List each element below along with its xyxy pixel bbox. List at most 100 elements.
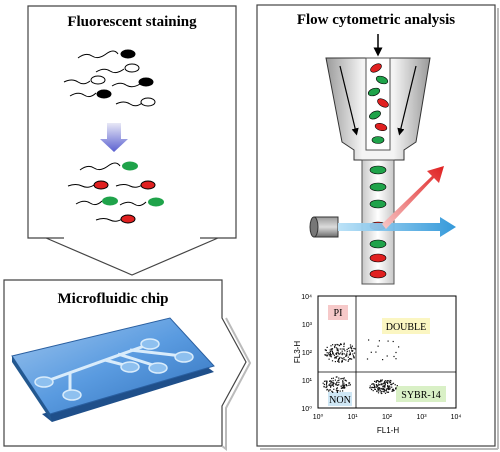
- scatter-dot: [335, 389, 337, 391]
- scatter-dot: [379, 387, 381, 390]
- sperm-tail: [115, 101, 143, 107]
- scatter-dot: [335, 384, 337, 386]
- scatter-dot: [336, 387, 338, 389]
- quadrant-non-box: [328, 392, 352, 406]
- scatter-dot: [377, 385, 379, 387]
- scatter-dot: [349, 382, 351, 384]
- staining-panel-frame: [27, 5, 237, 276]
- scatter-dot: [375, 380, 377, 382]
- scatter-dot: [341, 348, 343, 350]
- scatter-dot: [334, 344, 336, 346]
- scatter-dot: [381, 379, 383, 381]
- scatter-dot: [384, 385, 386, 388]
- scatter-dot: [377, 392, 380, 394]
- scatter-dot: [343, 385, 346, 387]
- scatter-dot: [326, 385, 328, 387]
- scatter-dot: [394, 384, 396, 386]
- scatter-dot: [382, 359, 384, 361]
- sperm-tail: [119, 201, 147, 207]
- scatter-dot: [391, 386, 393, 388]
- scatter-dot: [384, 382, 386, 384]
- scatter-dot: [339, 344, 341, 346]
- scatter-dot: [380, 391, 382, 393]
- scatter-dot: [346, 350, 348, 352]
- scatter-dot: [340, 352, 342, 354]
- scatter-dot: [389, 388, 391, 390]
- scatter-dots: [322, 339, 400, 395]
- scatter-dot: [377, 380, 380, 382]
- quadrant-double-box: [382, 318, 430, 334]
- x-axis-label: FL1-H: [377, 426, 399, 435]
- scatter-dot: [377, 389, 379, 391]
- y-tick-label: 10³: [302, 322, 313, 329]
- sperm-tail: [63, 79, 91, 85]
- scatter-dot: [337, 355, 339, 357]
- scatter-dot: [373, 384, 375, 386]
- scatter-dot: [329, 351, 331, 354]
- scatter-dot: [330, 345, 332, 347]
- flow-panel: Flow cytometric analysis: [256, 4, 499, 450]
- scatter-dot: [342, 385, 344, 387]
- scatter-dot: [370, 351, 372, 353]
- scatter-dot: [380, 380, 382, 382]
- scatter-dot: [387, 387, 389, 389]
- scatter-dot: [381, 388, 383, 390]
- scatter-dot: [336, 387, 338, 390]
- scatter-dot: [333, 388, 335, 390]
- scatter-dot: [371, 383, 373, 385]
- scatter-dot: [391, 390, 393, 392]
- quadrant-sybr-box: [396, 386, 446, 402]
- scatter-dot: [372, 386, 375, 389]
- sperm-tail: [67, 184, 95, 188]
- scatter-dot: [338, 384, 340, 386]
- scatter-dot: [348, 350, 350, 352]
- scatter-dot: [325, 384, 327, 386]
- staining-title: Fluorescent staining: [67, 14, 197, 30]
- scatter-dot: [329, 354, 331, 356]
- scatter-dot: [336, 384, 338, 386]
- scatter-dot: [375, 351, 377, 353]
- sperm-tail: [95, 218, 123, 222]
- scatter-dot: [334, 361, 336, 363]
- sperm-head-green: [122, 161, 138, 171]
- sperm-tail: [75, 200, 103, 206]
- y-tick-label: 10¹: [302, 378, 313, 385]
- scatter-dot: [373, 383, 375, 385]
- scatter-dot: [387, 385, 389, 388]
- scatter-dot: [329, 384, 331, 387]
- sample-core: [365, 57, 391, 151]
- scatter-dot: [339, 390, 341, 392]
- scatter-dot: [335, 356, 337, 358]
- scatter-dot: [346, 385, 348, 387]
- scatter-dot: [371, 386, 373, 388]
- scatter-dot: [388, 388, 390, 390]
- scatter-dot: [343, 345, 345, 348]
- scatter-dot: [343, 357, 345, 359]
- quadrant-pi-label: PI: [334, 308, 343, 319]
- scatter-dot: [341, 377, 343, 380]
- scatter-dot: [346, 348, 348, 351]
- scatter-dot: [378, 340, 380, 342]
- scatter-dot: [336, 349, 338, 352]
- sperm-head-white: [124, 63, 140, 73]
- scatter-dot: [332, 391, 334, 393]
- scatter-dot: [344, 387, 346, 389]
- scatter-dot: [351, 350, 353, 352]
- quadrant-sybr-label: SYBR-14: [401, 390, 440, 401]
- scatter-dot: [335, 383, 337, 385]
- scatter-dot: [331, 360, 334, 362]
- sperm-tail: [95, 68, 125, 74]
- scatter-dot: [351, 358, 353, 360]
- scatter-dot: [335, 376, 337, 378]
- scatter-dot: [326, 355, 328, 357]
- scatter-dot: [392, 382, 395, 384]
- scatter-dot: [343, 384, 345, 386]
- scatter-dot: [339, 356, 341, 358]
- scatter-dot: [383, 389, 385, 391]
- scatter-dot: [337, 344, 339, 346]
- sperm-head-green: [102, 196, 118, 206]
- scatter-dot: [384, 386, 386, 388]
- scatter-dot: [345, 355, 348, 357]
- scatter-dot: [378, 387, 381, 389]
